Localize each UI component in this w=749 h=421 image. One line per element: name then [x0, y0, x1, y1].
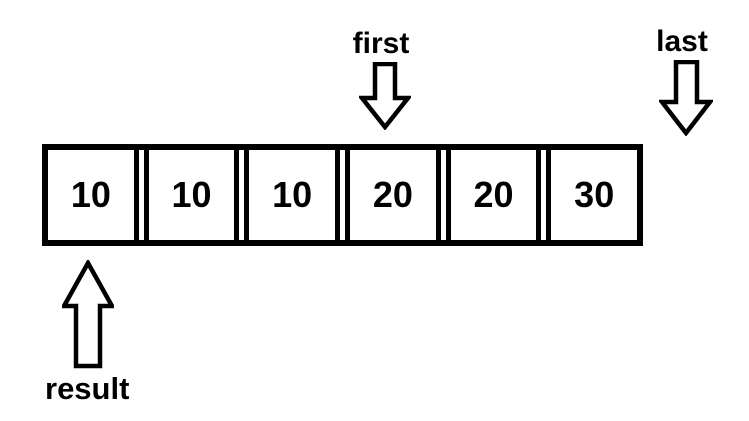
array-cell-5: 30 [546, 150, 638, 240]
first-down-arrow-icon [359, 62, 411, 130]
array-cell-0: 10 [48, 150, 139, 240]
result-up-arrow-icon [62, 260, 114, 369]
last-pointer-label: last [656, 25, 708, 58]
result-pointer-label: result [45, 371, 130, 406]
array: 10 10 10 20 20 30 [42, 144, 643, 246]
array-cell-1: 10 [143, 150, 240, 240]
last-down-arrow-icon [659, 60, 713, 136]
array-cell-2: 10 [244, 150, 341, 240]
array-cell-3: 20 [345, 150, 441, 240]
array-cell-4: 20 [445, 150, 542, 240]
first-pointer-label: first [352, 27, 410, 60]
